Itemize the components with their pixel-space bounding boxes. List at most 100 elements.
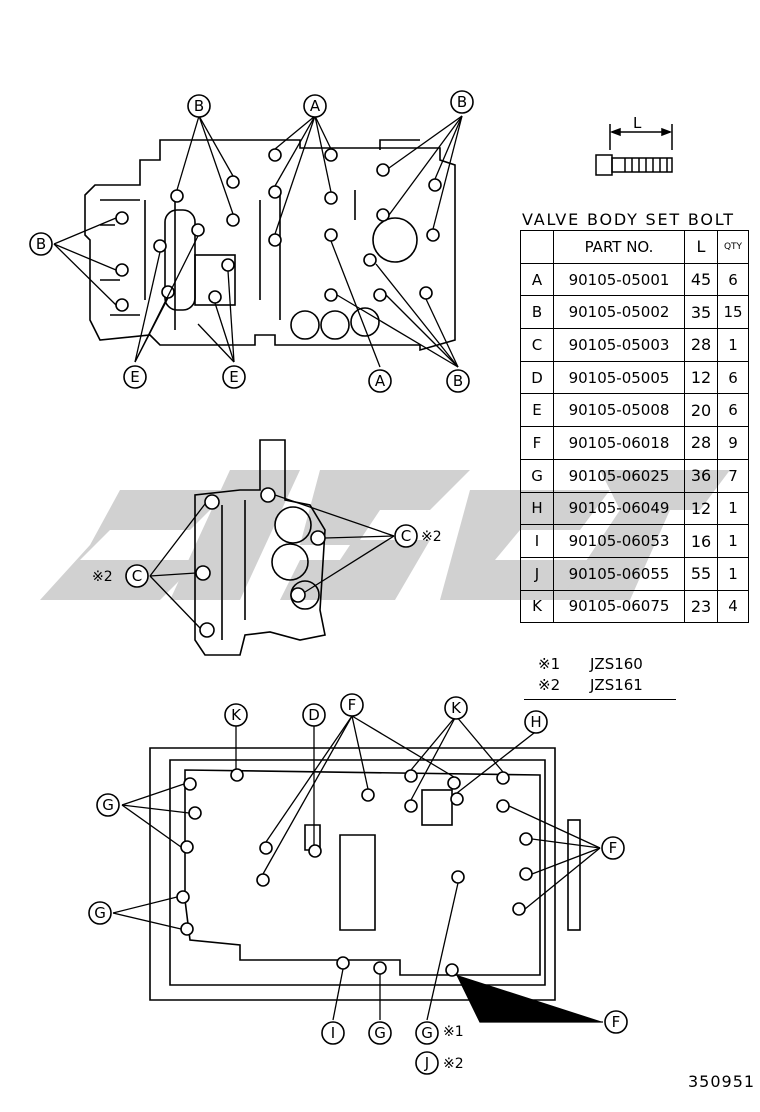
row-qty: 6	[717, 262, 749, 297]
note-mark: ※1	[538, 655, 561, 673]
middle-valve-body	[194, 439, 326, 656]
row-length: 16	[684, 524, 718, 558]
row-qty: 6	[717, 360, 749, 395]
callout-bot-f3: F	[612, 1013, 621, 1031]
row-qty: 4	[717, 589, 749, 624]
row-qty: 15	[717, 295, 749, 330]
mark-bot-j: ※2	[443, 1056, 464, 1072]
notes-divider	[524, 699, 676, 700]
row-code: J	[520, 556, 554, 591]
callout-bot-k2: K	[451, 699, 462, 717]
callout-top-b2: B	[457, 93, 467, 111]
header-qty: QTY	[717, 230, 749, 264]
row-part-no: 90105-06018	[553, 426, 685, 460]
row-code: G	[520, 458, 554, 493]
mark-bot-g4: ※1	[443, 1024, 464, 1040]
row-length: 55	[684, 556, 718, 591]
callout-top-e1: E	[130, 368, 139, 386]
callout-bot-g1: G	[102, 796, 114, 814]
callout-bot-g4: G	[421, 1024, 433, 1042]
bottom-valve-body	[149, 747, 581, 1001]
middle-leader-lines	[149, 494, 395, 629]
row-qty: 9	[717, 426, 749, 460]
header-part-no: PART NO.	[553, 230, 685, 264]
bolt-length-label: L	[633, 114, 642, 132]
callout-top-b1: B	[194, 97, 204, 115]
callout-model-marks: ※2 ※2 ※1 ※2	[92, 529, 464, 1072]
row-length: 28	[684, 426, 718, 460]
row-part-no: 90105-05003	[553, 328, 685, 362]
row-length: 35	[684, 295, 718, 330]
row-length: 12	[684, 491, 718, 526]
callout-top-b3: B	[36, 235, 46, 253]
row-code: H	[520, 491, 554, 526]
callout-bot-d: D	[308, 706, 320, 724]
callout-bot-g3: G	[374, 1024, 386, 1042]
callout-bot-h: H	[530, 713, 541, 731]
callout-bot-f2: F	[609, 839, 618, 857]
callout-top-a2: A	[375, 372, 386, 390]
bolt-illustration	[595, 124, 673, 176]
row-qty: 1	[717, 556, 749, 591]
row-qty: 1	[717, 491, 749, 526]
row-length: 12	[684, 360, 718, 395]
row-part-no: 90105-06053	[553, 524, 685, 558]
mark-mid-c1: ※2	[421, 529, 442, 545]
header-length: L	[684, 230, 718, 264]
row-length: 23	[684, 589, 718, 624]
reference-number: 350951	[688, 1072, 756, 1091]
row-length: 28	[684, 328, 718, 362]
top-leader-lines	[53, 115, 463, 368]
row-part-no: 90105-06049	[553, 491, 685, 526]
header-code	[520, 230, 554, 264]
row-qty: 1	[717, 524, 749, 558]
row-part-no: 90105-06075	[553, 589, 685, 624]
callout-top-a: A	[310, 97, 321, 115]
table-header-row: PART NO. L QTY	[520, 230, 749, 264]
top-valve-body	[84, 139, 456, 352]
callout-top-e2: E	[229, 368, 238, 386]
callout-bot-k1: K	[231, 706, 242, 724]
callout-bot-i: I	[331, 1024, 335, 1042]
row-part-no: 90105-05001	[553, 262, 685, 297]
mark-mid-c2: ※2	[92, 569, 113, 585]
row-code: D	[520, 360, 554, 395]
callout-top-b4: B	[453, 372, 463, 390]
callout-circles	[29, 90, 628, 1075]
row-code: C	[520, 328, 554, 362]
row-code: E	[520, 393, 554, 428]
row-part-no: 90105-06025	[553, 458, 685, 493]
callout-bot-f1: F	[348, 696, 357, 714]
row-part-no: 90105-05002	[553, 295, 685, 330]
callout-letters: B A B B E E A B C C K D F K H G G F I G …	[36, 93, 620, 1072]
model-note-1: ※1 JZS160	[538, 654, 643, 675]
note-model: JZS160	[590, 655, 643, 673]
row-qty: 6	[717, 393, 749, 428]
table-title: VALVE BODY SET BOLT	[522, 210, 735, 229]
bottom-leader-lines	[112, 715, 603, 1023]
row-part-no: 90105-05005	[553, 360, 685, 395]
callout-bot-j: J	[424, 1054, 429, 1072]
row-length: 45	[684, 262, 718, 297]
row-code: A	[520, 262, 554, 297]
row-code: K	[520, 589, 554, 624]
row-length: 20	[684, 393, 718, 428]
callout-mid-c2: C	[132, 567, 142, 585]
callout-bot-g2: G	[94, 904, 106, 922]
row-qty: 1	[717, 328, 749, 362]
row-part-no: 90105-05008	[553, 393, 685, 428]
row-code: I	[520, 524, 554, 558]
note-model: JZS161	[590, 676, 643, 694]
